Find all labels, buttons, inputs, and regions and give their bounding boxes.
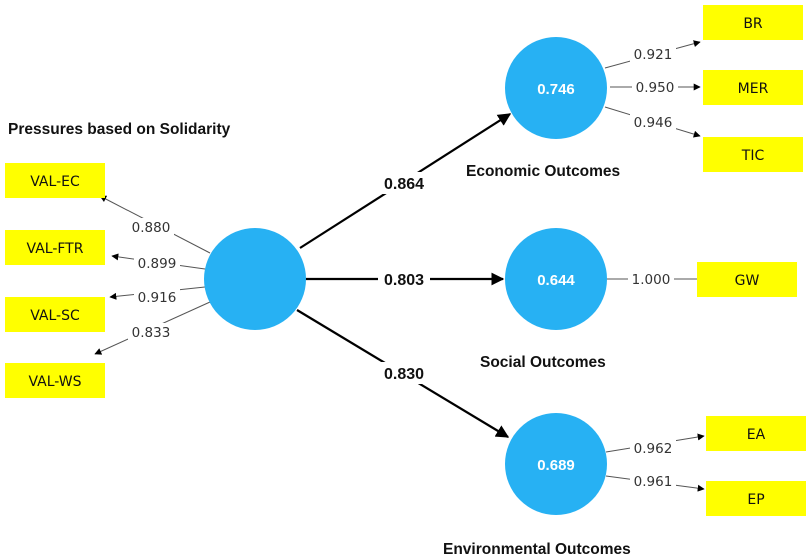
indicator-label-ea: EA <box>747 427 766 443</box>
indicator-label-val-ftr: VAL-FTR <box>27 241 84 257</box>
construct-label-social: Social Outcomes <box>480 354 606 371</box>
construct-economic[interactable] <box>505 37 607 139</box>
construct-label-solidarity: Pressures based on Solidarity <box>8 121 231 138</box>
loading-tic: 0.946 <box>634 115 673 131</box>
indicator-val-ws[interactable] <box>5 363 105 398</box>
construct-label-economic: Economic Outcomes <box>466 163 620 180</box>
loading-val-ftr: 0.899 <box>138 256 177 272</box>
construct-label-environmental: Environmental Outcomes <box>443 541 631 558</box>
construct-environmental[interactable] <box>505 413 607 515</box>
indicator-label-gw: GW <box>735 273 760 289</box>
loading-mer: 0.950 <box>636 80 675 96</box>
indicator-tic[interactable] <box>703 137 803 172</box>
indicator-label-tic: TIC <box>741 148 765 164</box>
construct-solidarity[interactable] <box>204 228 306 330</box>
loading-gw: 1.000 <box>632 272 671 288</box>
path-coef-social: 0.803 <box>384 272 424 289</box>
construct-social[interactable] <box>505 228 607 330</box>
indicator-mer[interactable] <box>703 70 803 105</box>
loading-ea: 0.962 <box>634 441 673 457</box>
loading-val-sc: 0.916 <box>138 290 177 306</box>
loading-val-ec: 0.880 <box>132 220 171 236</box>
path-coef-economic: 0.864 <box>384 176 424 193</box>
r2-economic: 0.746 <box>537 81 575 98</box>
indicator-ea[interactable] <box>706 416 806 451</box>
indicator-label-val-ws: VAL-WS <box>28 374 81 390</box>
indicator-label-ep: EP <box>747 492 764 508</box>
r2-environmental: 0.689 <box>537 457 575 474</box>
indicator-ep[interactable] <box>706 481 806 516</box>
indicator-label-br: BR <box>743 16 763 32</box>
indicator-label-mer: MER <box>738 81 769 97</box>
loading-br: 0.921 <box>634 47 673 63</box>
indicator-label-val-ec: VAL-EC <box>30 174 80 190</box>
path-coef-environmental: 0.830 <box>384 366 424 383</box>
indicator-val-sc[interactable] <box>5 297 105 332</box>
loading-val-ws: 0.833 <box>132 325 171 341</box>
indicator-gw[interactable] <box>697 262 797 297</box>
indicator-label-val-sc: VAL-SC <box>30 308 80 324</box>
indicator-br[interactable] <box>703 5 803 40</box>
r2-social: 0.644 <box>537 272 575 289</box>
loading-ep: 0.961 <box>634 474 673 490</box>
indicator-val-ftr[interactable] <box>5 230 105 265</box>
indicator-val-ec[interactable] <box>5 163 105 198</box>
